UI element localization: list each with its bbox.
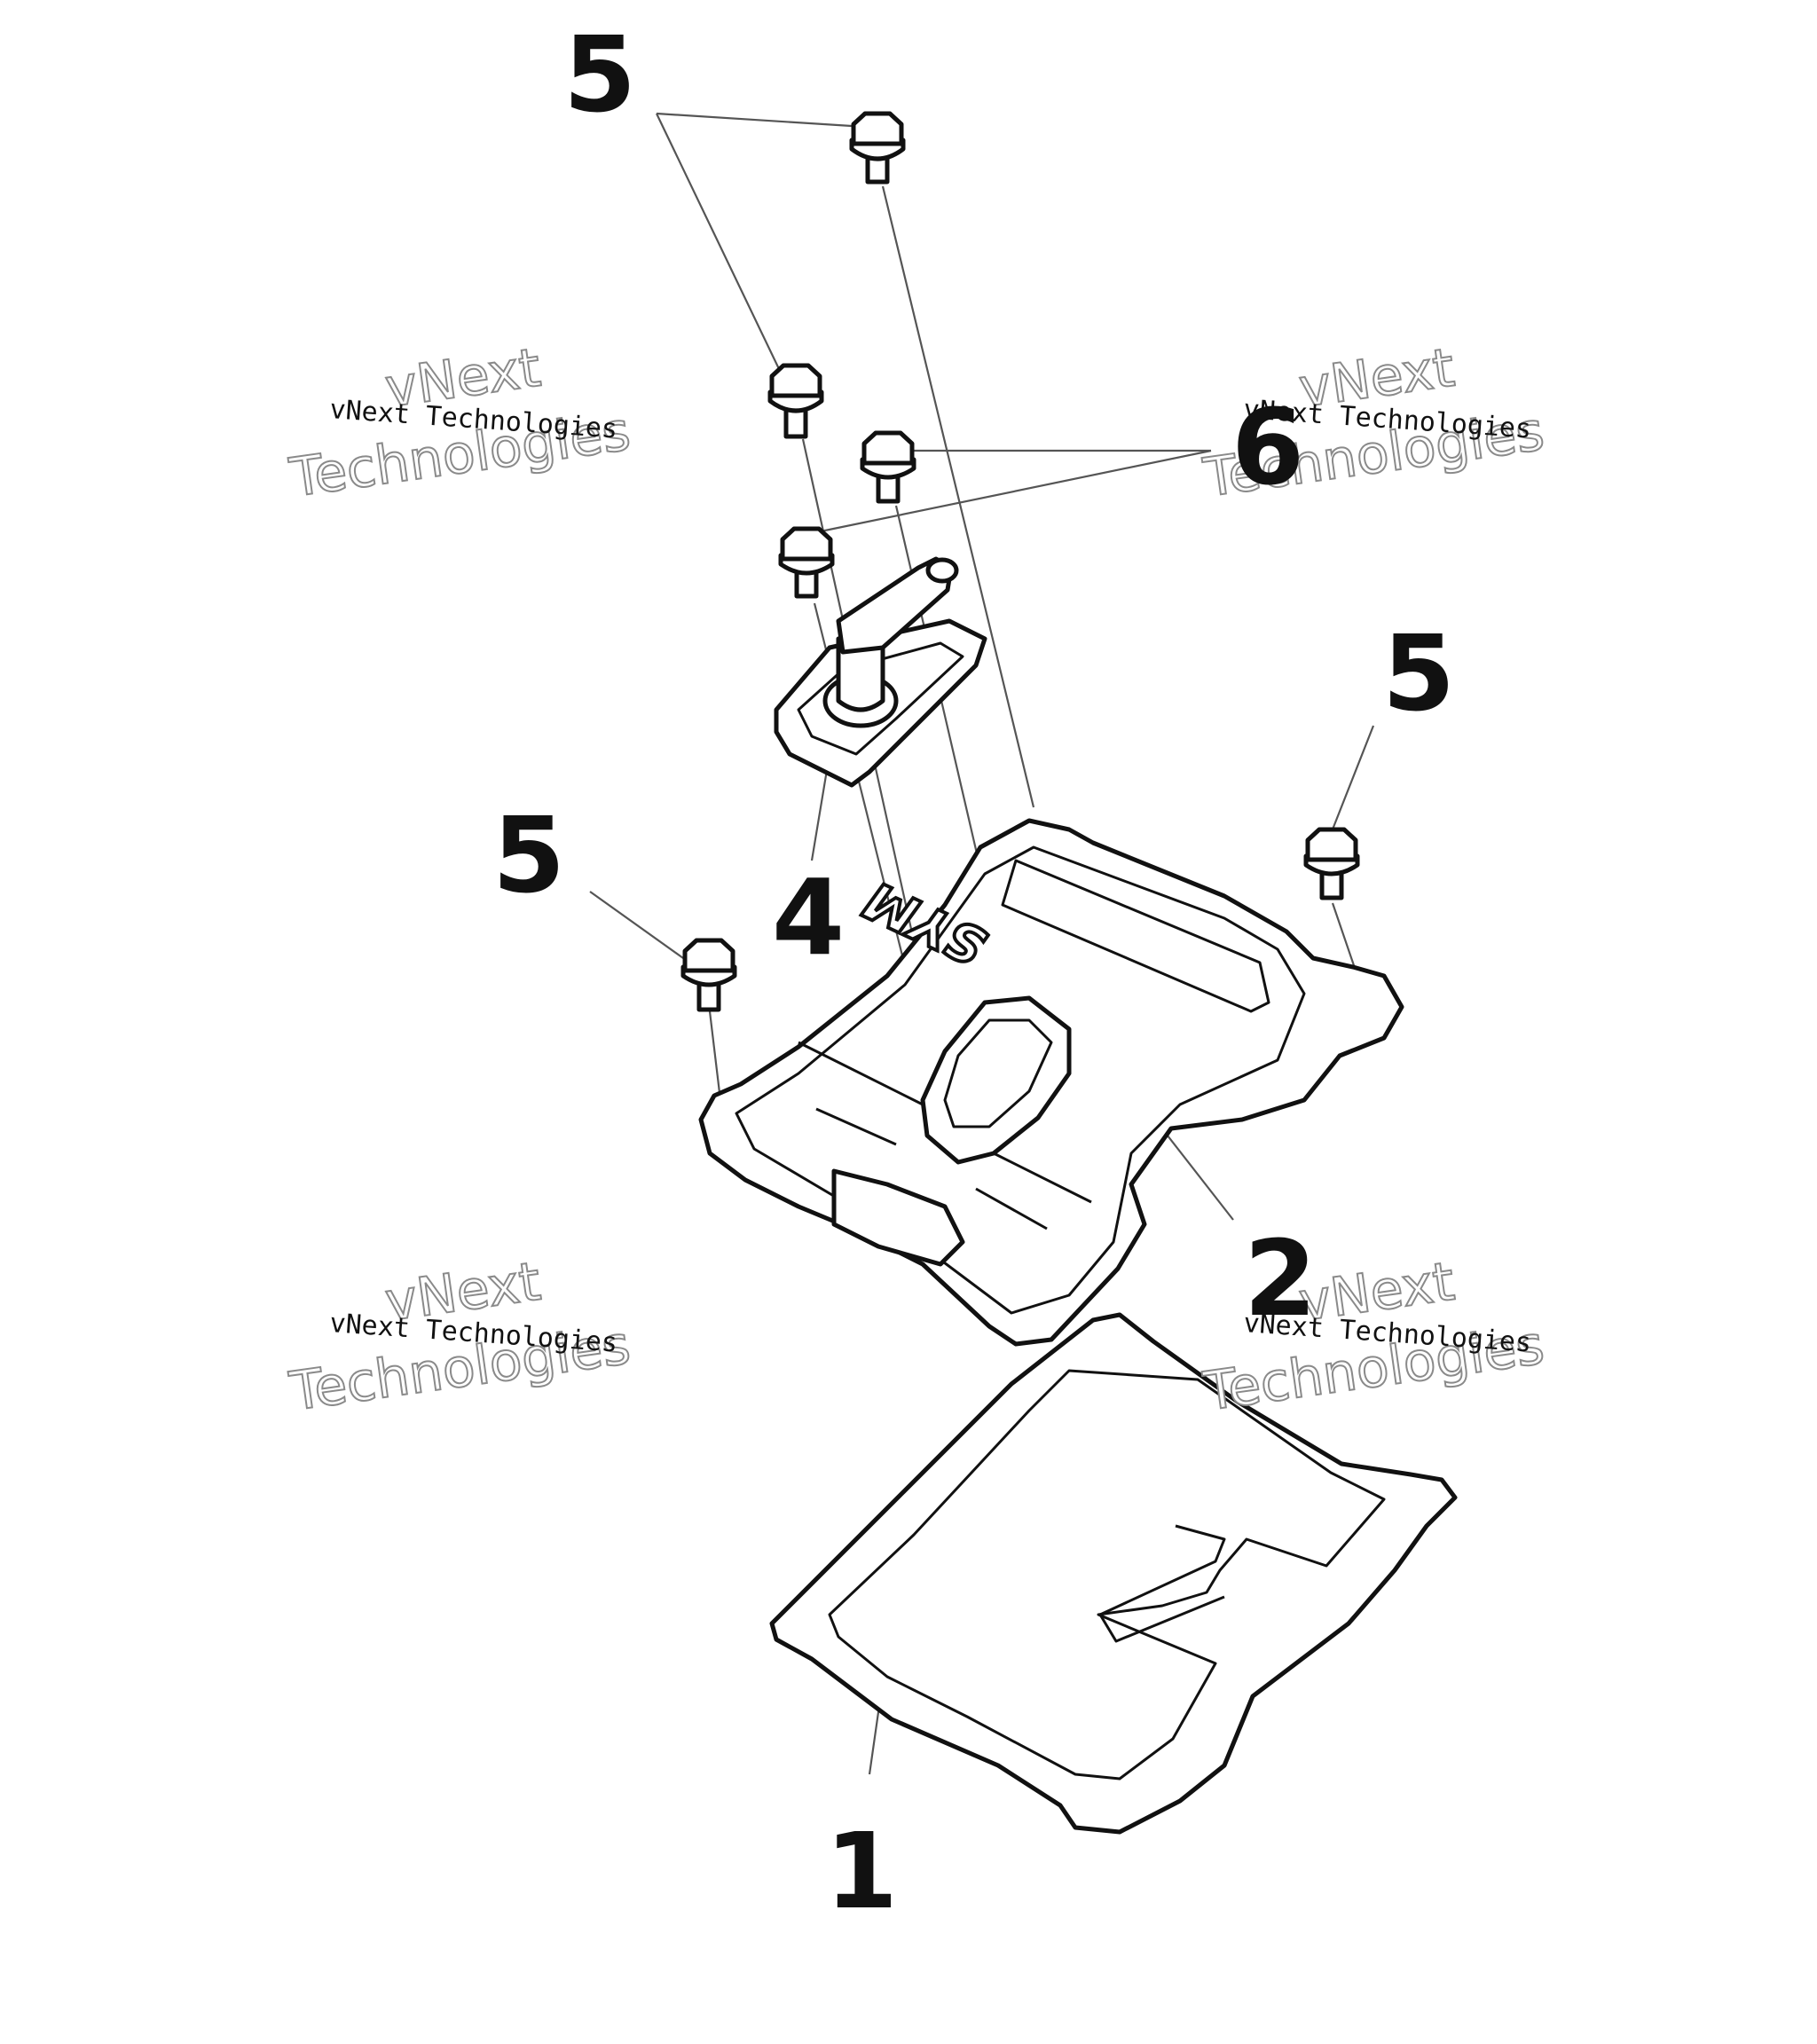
bolt-right: [1303, 827, 1360, 900]
leader-5-right: [1329, 725, 1375, 835]
gasket-inner: [828, 1369, 1386, 1781]
gasket: [769, 1312, 1458, 1835]
gasket-notch: [1098, 1524, 1226, 1643]
leader-5-top-b: [656, 113, 782, 373]
leader-bolt-left-low-axis: [708, 1010, 722, 1101]
cover-rim: [735, 845, 1306, 1315]
bolt-left-upper-head: [769, 363, 822, 398]
cover-rib-1: [1001, 859, 1270, 1013]
leader-bolt-right-axis: [1331, 902, 1359, 977]
callout-1: 1: [825, 1810, 898, 1932]
callout-2: 2: [1244, 1217, 1317, 1340]
cap-nipple-end: [925, 557, 959, 584]
cover-rib-4: [993, 1152, 1092, 1204]
bolt-small-a: [860, 430, 916, 504]
bolt-top-head: [851, 111, 904, 146]
bolt-small-b-head: [780, 526, 833, 562]
leader-5-left: [589, 891, 684, 959]
leader-6-b: [815, 449, 1212, 534]
bolt-small-b: [778, 526, 835, 599]
cover-rib-2: [798, 1041, 924, 1106]
bolt-left-upper: [767, 363, 824, 439]
callout-5-top: 5: [563, 13, 636, 136]
cover-rib-5: [975, 1187, 1048, 1230]
watermark-big-top: vNext: [381, 1251, 544, 1334]
bolt-right-head: [1305, 827, 1358, 862]
bolt-left-lower: [680, 938, 737, 1012]
gasket-outer: [769, 1312, 1458, 1835]
cover-window-inner: [943, 1018, 1053, 1128]
callout-4: 4: [772, 856, 845, 979]
bolt-left-lower-head: [682, 938, 735, 973]
callout-5-left: 5: [492, 794, 565, 916]
bolt-small-a-head: [861, 430, 915, 466]
breather-cap: [774, 556, 987, 788]
callout-6: 6: [1231, 386, 1304, 508]
callout-5-right: 5: [1382, 612, 1455, 735]
cover-window: [920, 995, 1072, 1165]
bolt-top: [849, 111, 906, 185]
cover-breather-port: [831, 1168, 965, 1267]
cap-neck: [836, 636, 885, 712]
cover-rib-3: [815, 1107, 897, 1146]
leader-bolt-top-axis: [881, 185, 1035, 808]
leader-5-top-a: [656, 112, 853, 128]
